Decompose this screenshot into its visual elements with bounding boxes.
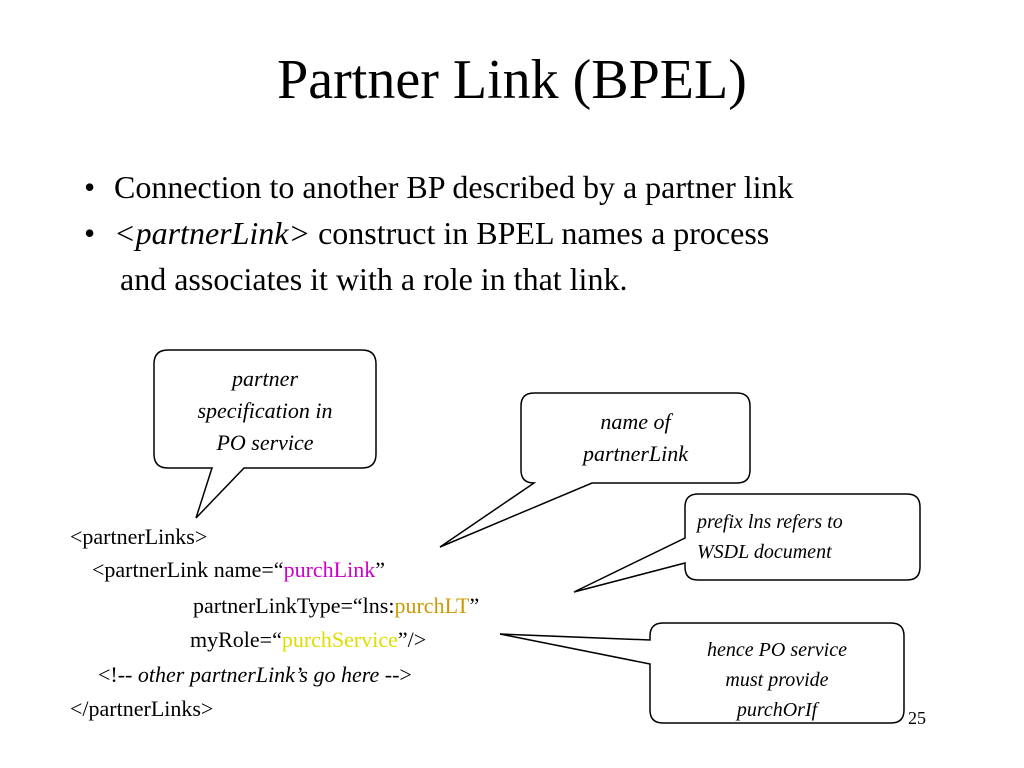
code-text: -->: [379, 662, 412, 687]
code-text: ”: [375, 557, 385, 582]
code-text: myRole=“: [190, 627, 282, 652]
callout-line: specification in: [197, 398, 333, 423]
code-value-purchlt: purchLT: [394, 593, 470, 618]
callout-line: WSDL document: [697, 541, 832, 563]
bullet-item-2: • <partnerLink> construct in BPEL names …: [84, 210, 984, 256]
code-partnerlinks-close: </partnerLinks>: [70, 696, 214, 721]
bullet-item-1: • Connection to another BP described by …: [84, 164, 984, 210]
callout-name-text: name of partnerLink: [521, 406, 750, 470]
bullet-list: • Connection to another BP described by …: [84, 164, 984, 302]
code-partnerlink-name: <partnerLink name=“purchLink”: [92, 556, 385, 584]
code-text: partnerLinkType=“lns:: [193, 593, 395, 618]
callout-hence-bubble: [499, 622, 905, 724]
callout-line: partner: [232, 366, 298, 391]
slide-title: Partner Link (BPEL): [277, 49, 747, 111]
page-number: 25: [908, 708, 926, 728]
callout-line: hence PO service: [707, 639, 847, 661]
callout-line: purchOrIf: [736, 699, 818, 721]
bullet-dot: •: [84, 215, 96, 251]
callout-prefix-bubble: [573, 493, 921, 593]
code-comment: <!-- other partnerLink’s go here -->: [98, 661, 412, 689]
code-partnerlinks-open: <partnerLinks>: [70, 524, 208, 549]
partnerlink-tag: <partnerLink>: [114, 215, 311, 251]
callout-line: partnerLink: [582, 441, 689, 466]
code-text: <partnerLink name=“: [92, 557, 284, 582]
callout-spec-text: partner specification in PO service: [154, 363, 376, 459]
code-partnerlink-type: partnerLinkType=“lns:purchLT”: [193, 592, 479, 620]
bullet-text-2-rest: construct in BPEL names a process: [310, 215, 770, 251]
callout-line: must provide: [725, 669, 829, 691]
code-text: ”/>: [397, 627, 427, 652]
code-text: <!--: [98, 662, 138, 687]
callout-name-bubble: [439, 392, 751, 548]
code-text: ”: [469, 593, 480, 618]
code-value-purchlink: purchLink: [283, 557, 376, 582]
callout-prefix-text: prefix lns refers to WSDL document: [685, 507, 914, 567]
code-myrole: myRole=“purchService”/>: [190, 626, 426, 654]
bullet-text-1: Connection to another BP described by a …: [114, 169, 794, 205]
callout-hence-text: hence PO service must provide purchOrIf: [650, 635, 904, 725]
callout-line: prefix lns refers to: [697, 511, 843, 533]
callout-line: name of: [600, 409, 671, 434]
bullet-continuation: and associates it with a role in that li…: [120, 261, 628, 297]
bullet-dot: •: [84, 169, 96, 205]
code-comment-text: other partnerLink’s go here: [137, 662, 380, 687]
code-value-purchservice: purchService: [281, 627, 398, 652]
callout-line: PO service: [216, 430, 314, 455]
bullet-text-2: <partnerLink> construct in BPEL names a …: [114, 210, 769, 256]
callout-spec-bubble: [153, 349, 377, 519]
